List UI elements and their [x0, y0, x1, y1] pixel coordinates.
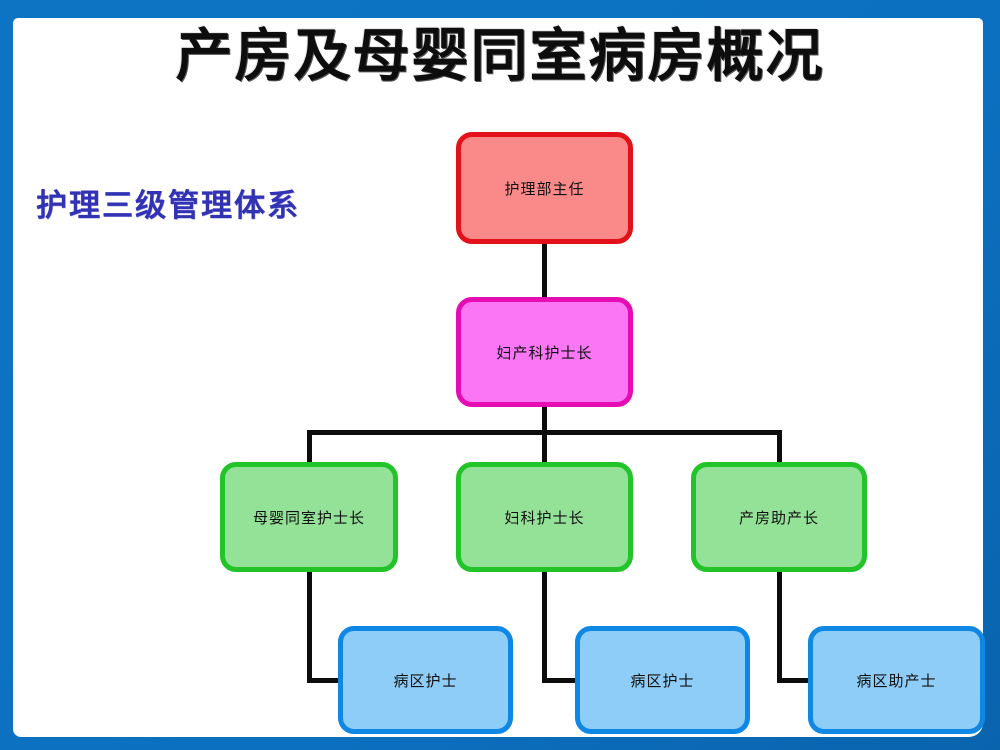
org-node-ward-nurse-1: 病区护士 — [338, 626, 513, 734]
org-node-label: 病区助产士 — [856, 673, 937, 690]
connector-g3-elbow-horizontal — [777, 678, 808, 683]
org-node-label: 病区护士 — [630, 673, 695, 690]
org-node-label: 妇产科护士长 — [496, 345, 593, 362]
org-node-gynecology-head-nurse: 妇科护士长 — [456, 462, 633, 572]
connector-g1-elbow-vertical — [307, 572, 312, 683]
org-node-rooming-in-head-nurse: 母婴同室护士长 — [220, 462, 398, 572]
connector-g2-elbow-vertical — [542, 572, 547, 683]
connector-branch-left-drop — [307, 430, 312, 462]
org-node-obgyn-head-nurse: 妇产科护士长 — [456, 297, 633, 407]
connector-branch-horizontal — [307, 430, 782, 435]
org-node-label: 妇科护士长 — [504, 510, 585, 527]
slide-title: 产房及母婴同室病房概况 — [175, 25, 825, 88]
connector-g3-elbow-vertical — [777, 572, 782, 683]
org-node-delivery-room-chief-midwife: 产房助产长 — [691, 462, 867, 572]
org-node-label: 病区护士 — [393, 673, 458, 690]
section-label: 护理三级管理体系 — [36, 188, 300, 223]
org-node-ward-midwife: 病区助产士 — [808, 626, 985, 734]
org-node-label: 护理部主任 — [504, 181, 585, 198]
org-node-label: 母婴同室护士长 — [252, 510, 365, 527]
org-node-label: 产房助产长 — [738, 510, 819, 527]
connector-director-to-obgyn — [542, 244, 547, 297]
org-node-nursing-department-director: 护理部主任 — [456, 132, 633, 244]
org-node-ward-nurse-2: 病区护士 — [575, 626, 750, 734]
connector-branch-right-drop — [777, 430, 782, 462]
slide-canvas: 护理部主任 妇产科护士长 母婴同室护士长 妇科护士长 产房助产长 病区护士 病区… — [13, 18, 985, 737]
connector-g2-elbow-horizontal — [542, 678, 575, 683]
connector-g1-elbow-horizontal — [307, 678, 338, 683]
